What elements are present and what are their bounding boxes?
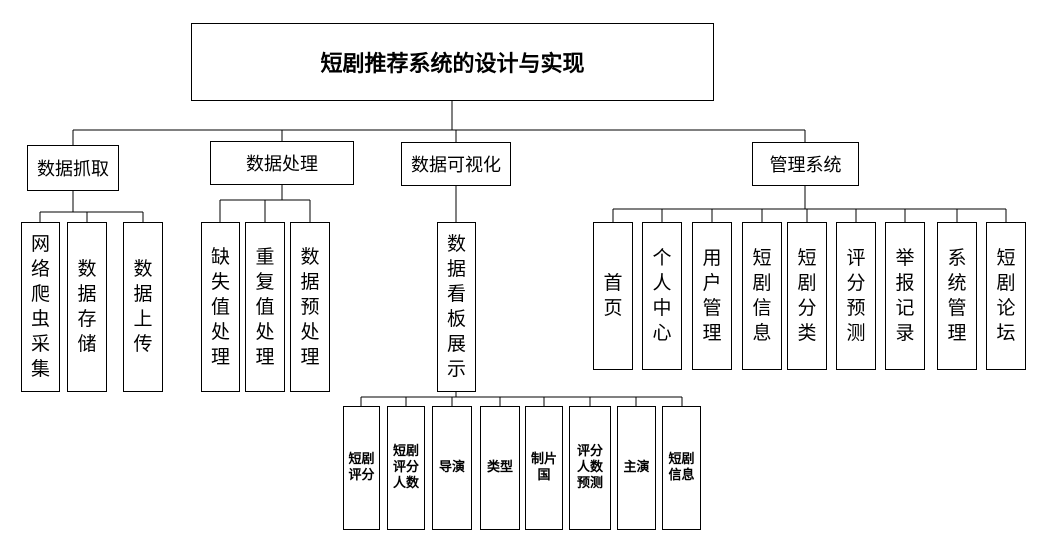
admin-item-box: 首页 — [593, 222, 633, 370]
admin-item-label: 短剧信息 — [752, 247, 772, 344]
dashboard-item-label: 短剧评分人数 — [392, 444, 419, 491]
process-item-label: 重复值处理 — [255, 245, 275, 368]
dashboard-item-label: 评分人数预测 — [576, 444, 603, 491]
crawl-item-label: 数据存储 — [77, 258, 97, 355]
dashboard-item-box: 短剧评分 — [343, 406, 380, 530]
module-process-title: 数据处理 — [246, 154, 318, 175]
dashboard-item-label: 主演 — [623, 460, 650, 475]
module-process-box: 数据处理 — [210, 141, 354, 185]
dashboard-item-label: 类型 — [486, 460, 513, 475]
root-title-box: 短剧推荐系统的设计与实现 — [191, 23, 714, 101]
module-admin-title: 管理系统 — [769, 155, 842, 176]
process-item-label: 数据预处理 — [300, 245, 320, 368]
admin-item-box: 个人中心 — [642, 222, 682, 370]
admin-item-box: 评分预测 — [836, 222, 876, 370]
dashboard-item-box: 短剧信息 — [662, 406, 701, 530]
admin-item-box: 短剧信息 — [742, 222, 782, 370]
visual-dashboard-label: 数据看板展示 — [446, 233, 466, 380]
dashboard-item-box: 类型 — [480, 406, 520, 530]
dashboard-item-label: 短剧信息 — [668, 452, 695, 483]
process-item-box: 重复值处理 — [245, 222, 285, 392]
dashboard-item-box: 评分人数预测 — [569, 406, 611, 530]
admin-item-box: 系统管理 — [937, 222, 977, 370]
crawl-item-label: 数据上传 — [133, 258, 153, 355]
admin-item-label: 个人中心 — [652, 247, 672, 344]
admin-item-box: 短剧分类 — [787, 222, 827, 370]
dashboard-item-label: 短剧评分 — [348, 452, 375, 483]
root-title: 短剧推荐系统的设计与实现 — [320, 51, 585, 77]
crawl-item-box: 网络爬虫采集 — [21, 222, 60, 392]
module-admin-box: 管理系统 — [752, 142, 859, 186]
module-crawl-title: 数据抓取 — [37, 159, 109, 180]
process-item-box: 缺失值处理 — [201, 222, 240, 392]
admin-item-label: 短剧分类 — [797, 247, 817, 344]
dashboard-item-label: 制片国 — [530, 452, 557, 483]
dashboard-item-label: 导演 — [438, 460, 465, 475]
admin-item-box: 短剧论坛 — [986, 222, 1026, 370]
admin-item-label: 首页 — [603, 272, 623, 319]
process-item-box: 数据预处理 — [290, 222, 330, 392]
admin-item-box: 用户管理 — [692, 222, 732, 370]
admin-item-label: 系统管理 — [947, 247, 967, 344]
admin-item-label: 短剧论坛 — [996, 247, 1016, 344]
admin-item-label: 用户管理 — [702, 247, 722, 344]
admin-item-label: 评分预测 — [846, 247, 866, 344]
crawl-item-box: 数据存储 — [67, 222, 107, 392]
visual-dashboard-box: 数据看板展示 — [437, 222, 476, 392]
dashboard-item-box: 主演 — [617, 406, 656, 530]
module-crawl-box: 数据抓取 — [27, 145, 119, 191]
dashboard-item-box: 导演 — [432, 406, 472, 530]
admin-item-box: 举报记录 — [885, 222, 925, 370]
module-visual-box: 数据可视化 — [401, 142, 511, 186]
admin-item-label: 举报记录 — [895, 247, 915, 344]
crawl-item-box: 数据上传 — [123, 222, 163, 392]
dashboard-item-box: 制片国 — [525, 406, 563, 530]
dashboard-item-box: 短剧评分人数 — [387, 406, 425, 530]
crawl-item-label: 网络爬虫采集 — [30, 233, 50, 380]
module-visual-title: 数据可视化 — [411, 155, 501, 176]
process-item-label: 缺失值处理 — [210, 245, 230, 368]
